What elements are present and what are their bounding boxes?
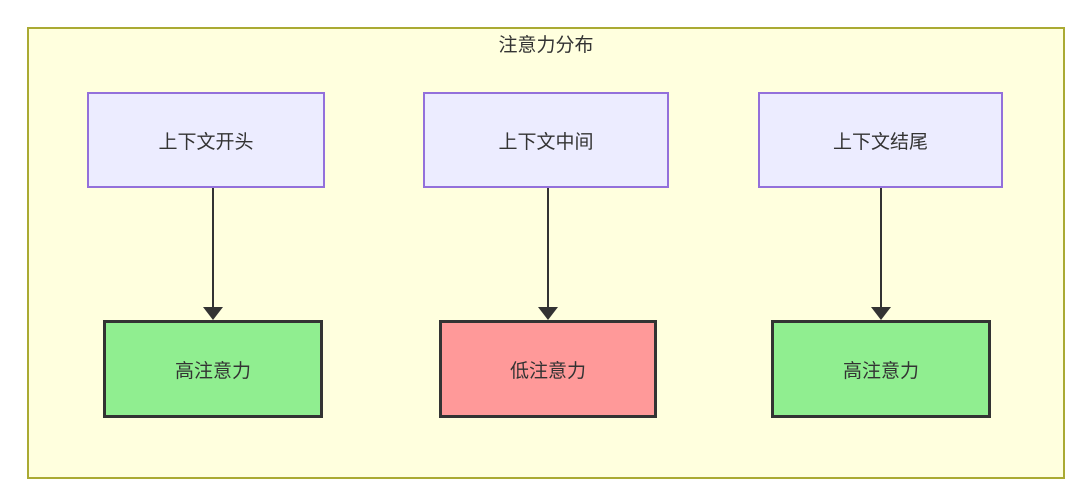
node-context-middle-label: 上下文中间 [498, 131, 594, 153]
node-high-attention-left-label: 高注意力 [174, 360, 251, 382]
node-context-end-label: 上下文结尾 [832, 131, 928, 153]
arrow-head-icon [538, 307, 558, 320]
node-high-attention-left: 高注意力 [103, 320, 323, 418]
node-context-middle: 上下文中间 [423, 92, 669, 188]
node-low-attention: 低注意力 [439, 320, 657, 418]
node-context-end: 上下文结尾 [758, 92, 1003, 188]
node-low-attention-label: 低注意力 [509, 360, 586, 382]
node-context-start: 上下文开头 [87, 92, 325, 188]
arrow-line [880, 188, 882, 307]
node-context-start-label: 上下文开头 [158, 131, 254, 153]
node-high-attention-right-label: 高注意力 [842, 360, 919, 382]
node-high-attention-right: 高注意力 [771, 320, 991, 418]
arrow-head-icon [871, 307, 891, 320]
arrow-head-icon [203, 307, 223, 320]
arrow-line [212, 188, 214, 307]
diagram-frame: 注意力分布 上下文开头 高注意力 上下文中间 低注意力 上下文结尾 [27, 27, 1065, 479]
arrow-line [547, 188, 549, 307]
diagram-title: 注意力分布 [498, 35, 594, 56]
